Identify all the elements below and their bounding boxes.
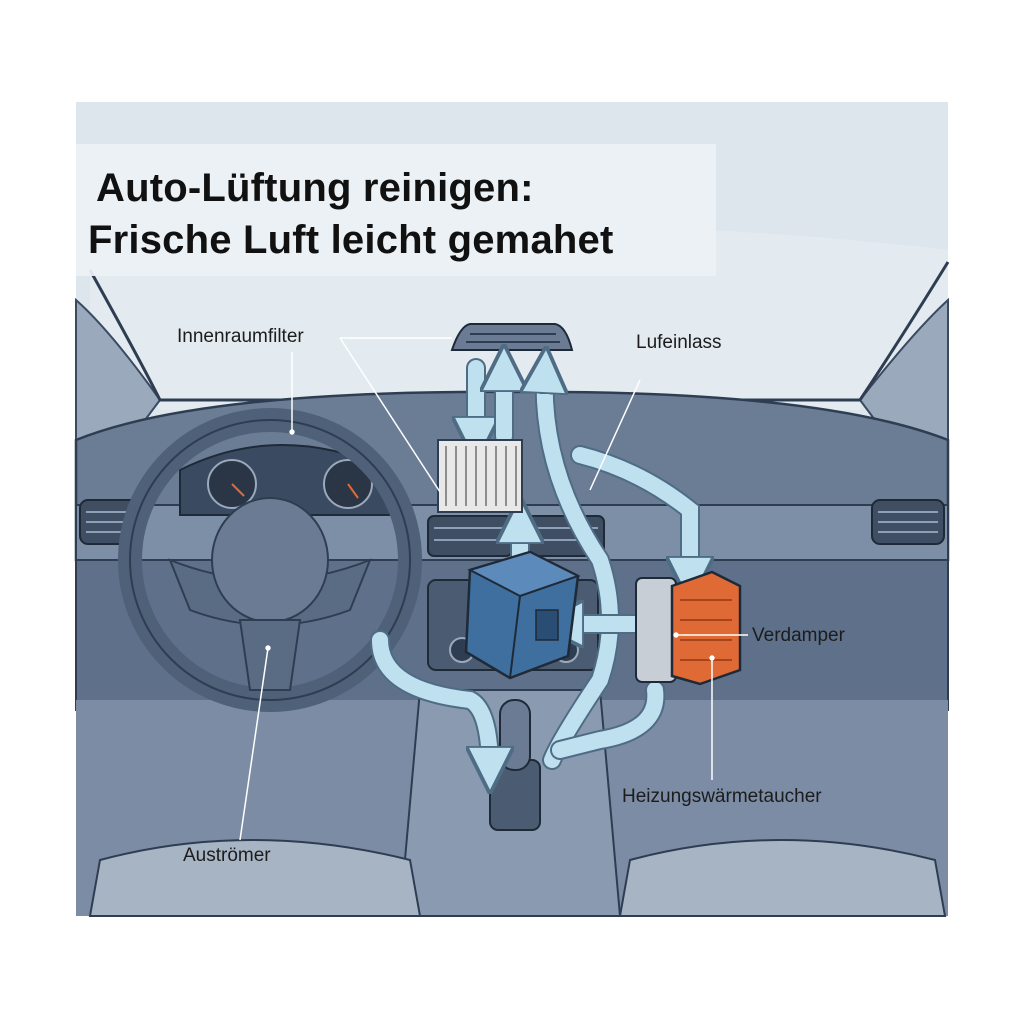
label-cabin-filter: Innenraumfilter bbox=[177, 326, 304, 347]
airflow-arrows bbox=[370, 368, 690, 770]
label-air-inlet: Lufeinlass bbox=[636, 332, 722, 353]
title-panel bbox=[76, 144, 716, 276]
label-outlet: Auströmer bbox=[183, 845, 271, 866]
seats bbox=[88, 839, 947, 917]
label-evaporator: Verdamper bbox=[752, 625, 845, 646]
left-a-pillar bbox=[75, 297, 162, 441]
title-line-2: Frische Luft leicht gemahet bbox=[88, 218, 614, 262]
cabin-filter bbox=[437, 439, 523, 513]
instrument-cluster bbox=[179, 444, 391, 516]
evaporator-box bbox=[464, 550, 581, 680]
title-line-1: Auto-Lüftung reinigen: bbox=[96, 166, 534, 210]
right-a-pillar bbox=[858, 297, 949, 441]
label-heater-core: Heizungswärmetaucher bbox=[622, 786, 822, 807]
right-side-vent bbox=[871, 499, 945, 545]
top-air-vent bbox=[450, 323, 574, 351]
heater-core-box bbox=[635, 570, 742, 686]
leader-lines bbox=[239, 337, 748, 841]
steering-wheel bbox=[118, 408, 422, 712]
